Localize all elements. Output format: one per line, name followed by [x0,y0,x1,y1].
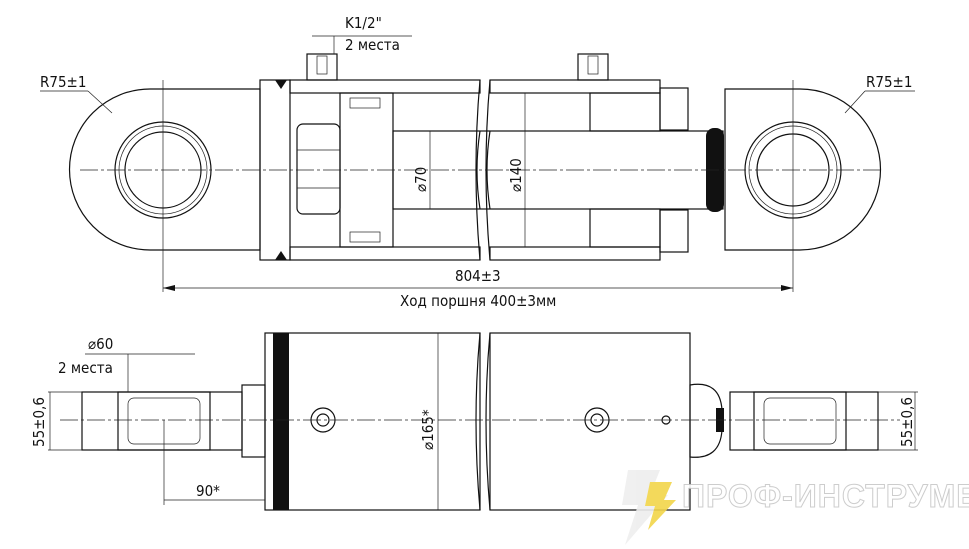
barrel-wall-bottom-right [489,246,661,261]
eye-diameter-label: ⌀60 [88,335,113,353]
lightning-accent-icon [645,482,676,530]
weld-icon [275,251,287,260]
eye-width-left-label: 55±0,6 [30,397,48,447]
outer-diameter-label: ⌀165* [419,409,437,450]
radius-right-label: R75±1 [866,73,912,91]
port-thread-label: K1/2" [345,14,382,32]
watermark-logo: ПРОФ-ИНСТРУМЕНТ [622,470,969,545]
eye-count-label: 2 места [58,359,113,377]
barrel-wall-top-right [489,79,661,94]
watermark-text: ПРОФ-ИНСТРУМЕНТ [682,478,969,514]
gland-top [589,92,661,132]
right-eye [724,88,882,251]
barrel-wall-bottom [289,246,481,261]
piston-seal [349,231,381,243]
length-label: 804±3 [455,267,501,285]
black-ring [273,333,289,510]
right-eye-section [729,391,879,451]
barrel-wall-top [289,79,481,94]
bottom-plan-view: ⌀60 2 места 55±0,6 55±0,6 ⌀165* 90* [30,332,918,511]
radius-left-label: R75±1 [40,73,86,91]
port-fitting-right [577,53,609,81]
eye-offset-label: 90* [196,482,220,500]
top-section-view: K1/2" 2 места R75±1 R75±1 ⌀70 ⌀140 804±3… [40,14,915,310]
port-count-label: 2 места [345,36,400,54]
rod-diameter-label: ⌀70 [412,167,430,192]
break-line [475,332,491,511]
eye-width-right-label: 55±0,6 [898,397,916,447]
gland-bottom [589,208,661,248]
piston-seal [349,97,381,109]
cylinder-body [264,332,481,511]
left-eye [68,88,261,251]
bore-diameter-label: ⌀140 [507,158,525,192]
piston-nut [296,123,341,215]
lightning-icon [622,470,668,545]
left-eye-section [81,391,243,451]
stroke-label: Ход поршня 400±3мм [400,292,556,310]
weld-icon [275,80,287,89]
port-fitting-left [306,53,338,81]
